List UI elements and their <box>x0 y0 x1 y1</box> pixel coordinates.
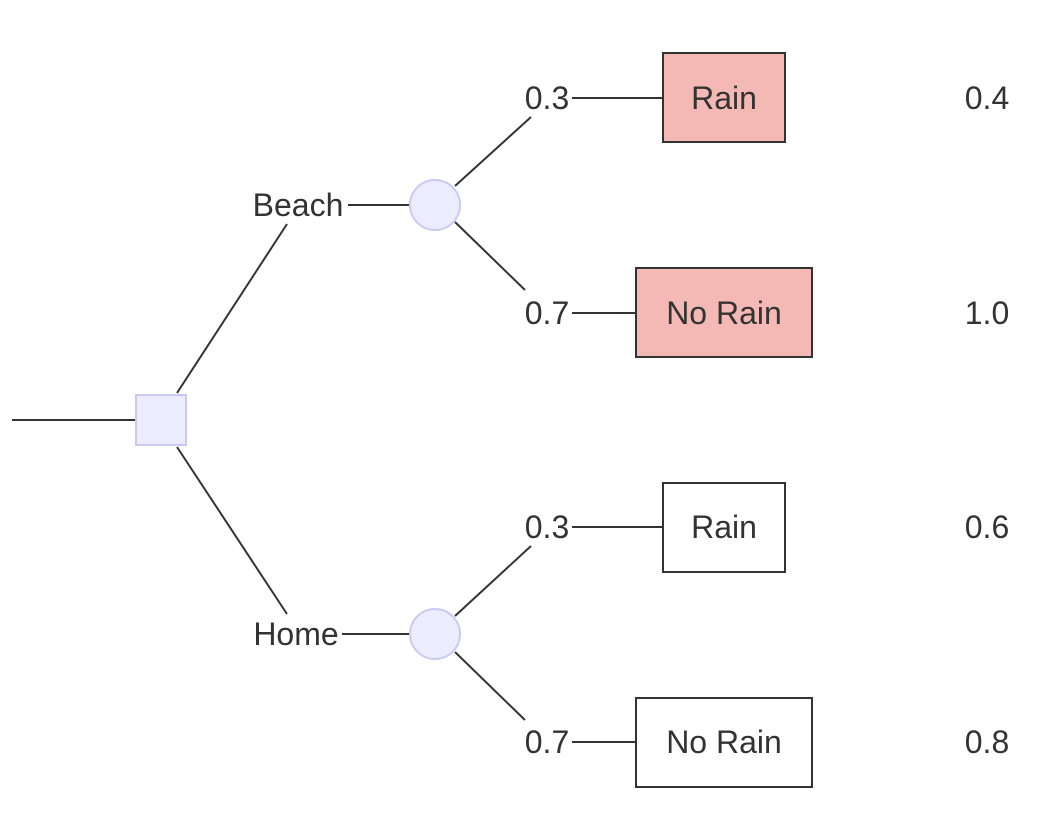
outcome-label-beach-rain: Rain <box>691 80 757 116</box>
edge-beach-chance-p1 <box>454 116 532 187</box>
chance-node-home <box>409 608 461 660</box>
outcome-label-home-rain: Rain <box>691 509 757 545</box>
outcome-box-beach-rain <box>662 52 786 143</box>
edge-home-chance-p1 <box>454 545 532 617</box>
chance-node-beach <box>409 179 461 231</box>
probability-beach-rain: 0.3 <box>525 80 569 116</box>
payoff-value-beach-rain: 0.4 <box>965 80 1009 116</box>
option-label-home: Home <box>253 616 338 652</box>
outcome-box-beach-norain <box>635 267 813 358</box>
edge-decision-home <box>176 446 288 615</box>
probability-home-rain: 0.3 <box>525 509 569 545</box>
probability-home-norain: 0.7 <box>525 724 569 760</box>
option-label-beach: Beach <box>253 187 344 223</box>
edge-decision-beach <box>176 223 288 394</box>
edge-home-chance-p2 <box>454 651 526 721</box>
payoff-value-home-norain: 0.8 <box>965 724 1009 760</box>
outcome-box-home-rain <box>662 482 786 573</box>
outcome-label-home-norain: No Rain <box>666 724 782 760</box>
outcome-box-home-norain <box>635 697 813 788</box>
probability-beach-norain: 0.7 <box>525 295 569 331</box>
payoff-value-home-rain: 0.6 <box>965 509 1009 545</box>
payoff-value-beach-norain: 1.0 <box>965 295 1009 331</box>
decision-node <box>135 394 187 446</box>
outcome-label-beach-norain: No Rain <box>666 295 782 331</box>
edge-beach-chance-p2 <box>454 221 526 291</box>
